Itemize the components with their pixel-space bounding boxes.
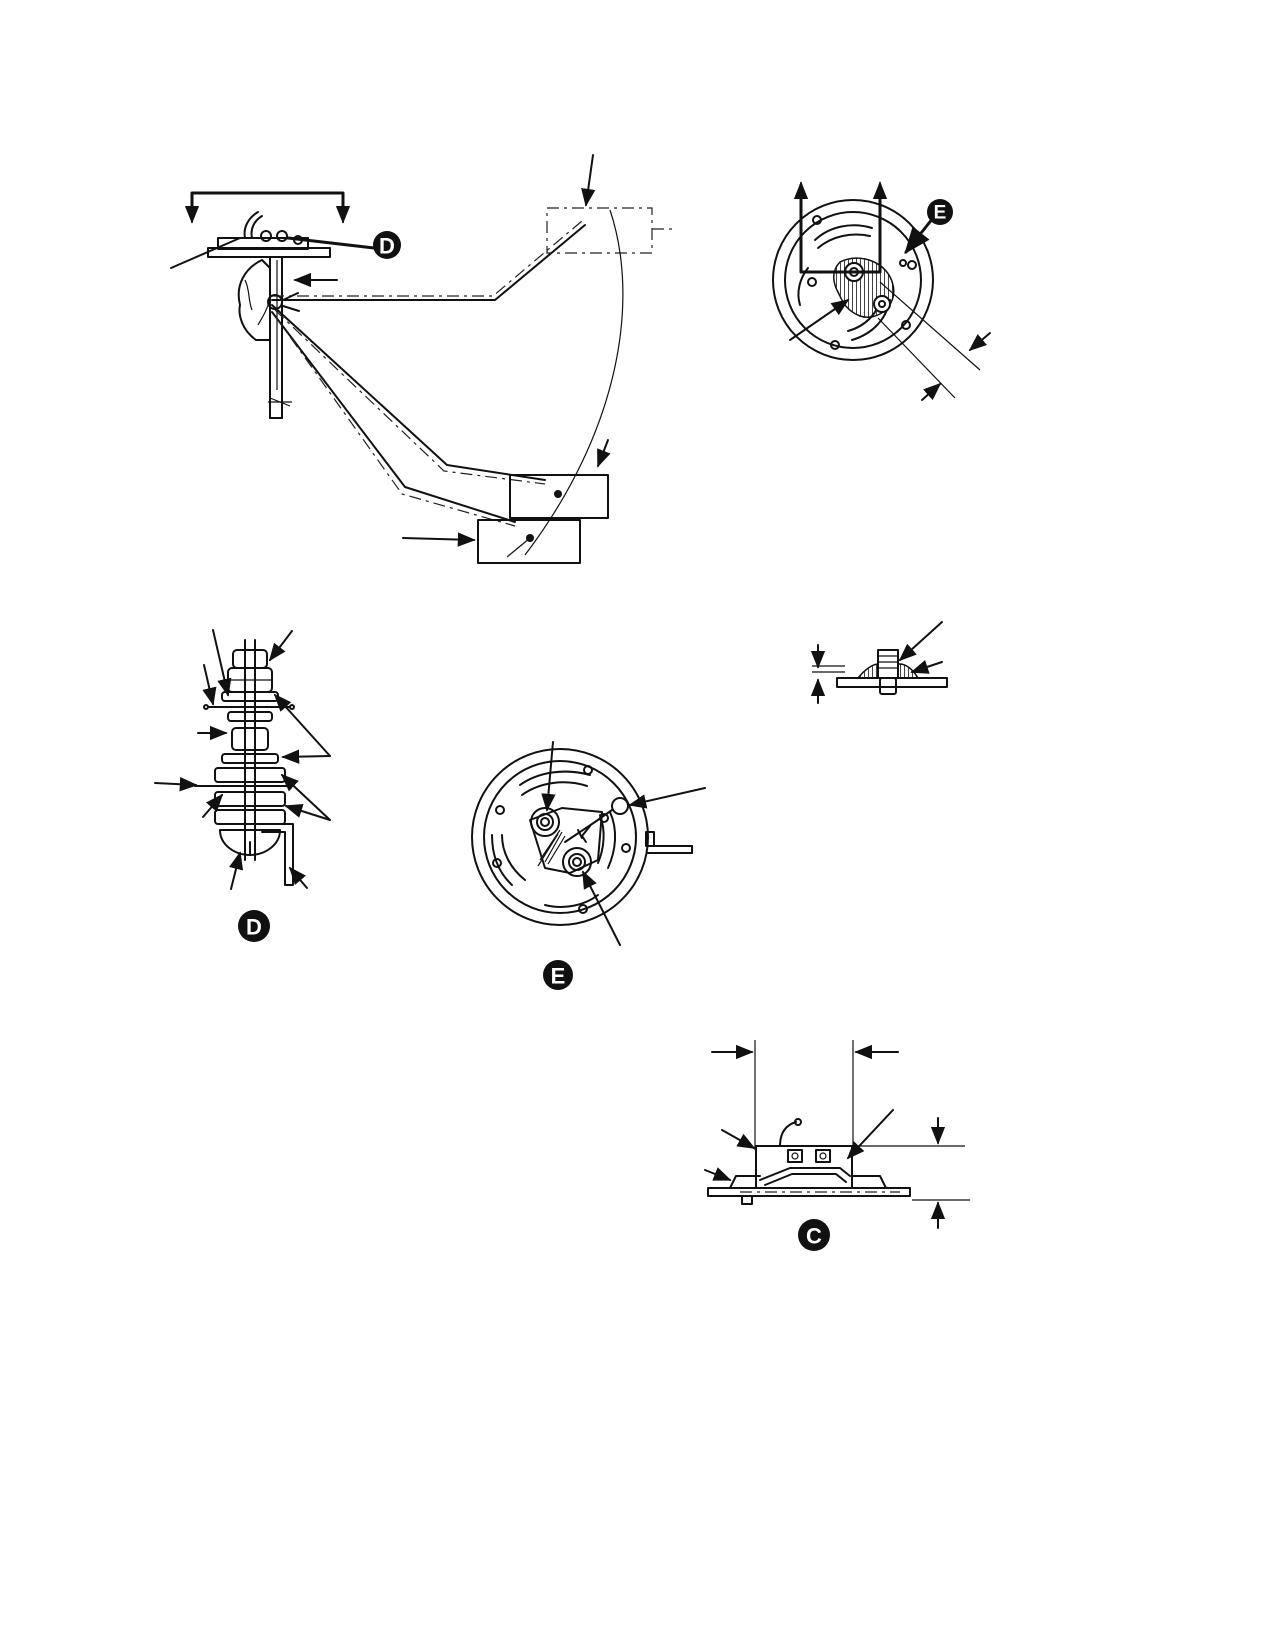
- side-view-dimension-detail: [704, 1040, 970, 1229]
- svg-text:D: D: [379, 234, 395, 259]
- disc-contact-detail: [471, 741, 706, 946]
- svg-text:D: D: [246, 915, 262, 940]
- svg-text:E: E: [934, 203, 947, 224]
- callout-d-top: D: [373, 231, 401, 259]
- svg-text:C: C: [806, 1224, 822, 1249]
- callout-c-detail: C: [798, 1219, 830, 1251]
- svg-text:E: E: [551, 964, 566, 989]
- terminal-stack-detail: [154, 629, 331, 890]
- callout-d-detail: D: [238, 910, 270, 942]
- sending-unit-main-view: [170, 154, 672, 564]
- callout-e-top: E: [927, 199, 953, 225]
- disc-top-view: [772, 181, 991, 401]
- bolt-section-detail: [810, 621, 948, 704]
- callout-e-detail: E: [543, 960, 573, 990]
